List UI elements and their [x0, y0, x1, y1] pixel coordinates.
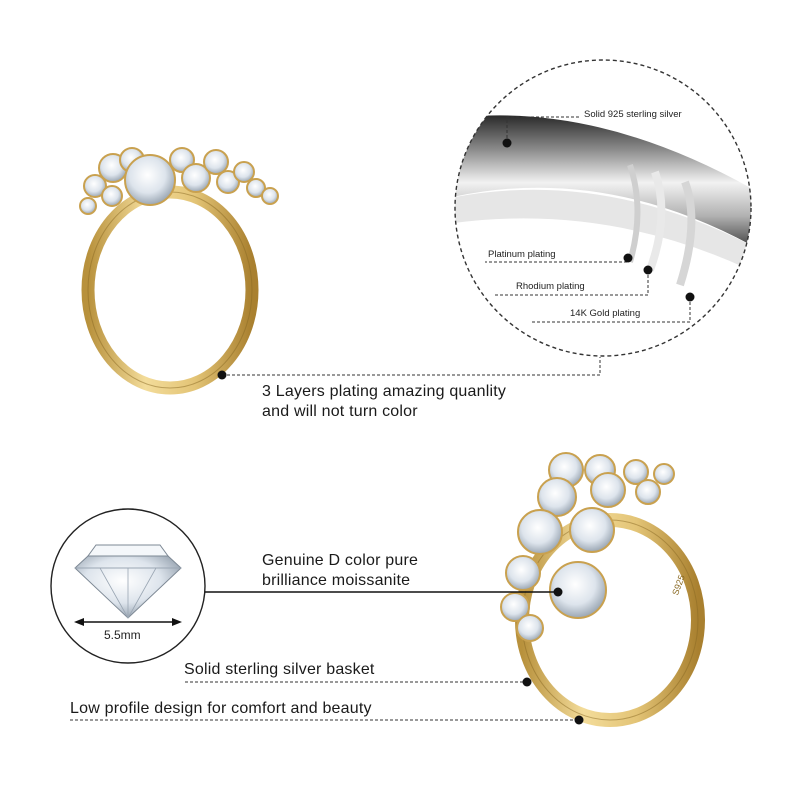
- gem-connector: [205, 587, 563, 597]
- stone-cluster-top: [79, 147, 279, 215]
- layer-platinum-label: Platinum plating: [488, 249, 556, 260]
- layer-gold-label: 14K Gold plating: [570, 308, 641, 319]
- gem-label-line1: Genuine D color pure: [262, 552, 419, 569]
- plating-summary-line2: and will not turn color: [262, 403, 418, 420]
- gem-detail: [50, 508, 206, 664]
- ring-top-view: [79, 147, 279, 395]
- profile-connector: [70, 715, 584, 725]
- profile-label: Low profile design for comfort and beaut…: [70, 700, 372, 717]
- plating-zoom: [454, 59, 752, 357]
- gem-size-label: 5.5mm: [104, 628, 141, 642]
- layer-rhodium-label: Rhodium plating: [516, 281, 585, 292]
- basket-connector: [185, 677, 532, 687]
- layer-silver-label: Solid 925 sterling silver: [584, 109, 682, 120]
- ring-side-view: [500, 452, 705, 727]
- stone-cluster-side: [500, 452, 675, 642]
- plating-summary-line1: 3 Layers plating amazing quanlity: [262, 383, 507, 400]
- basket-label: Solid sterling silver basket: [184, 661, 375, 678]
- plating-connector: [217, 357, 601, 380]
- gem-label-line2: brilliance moissanite: [262, 572, 411, 589]
